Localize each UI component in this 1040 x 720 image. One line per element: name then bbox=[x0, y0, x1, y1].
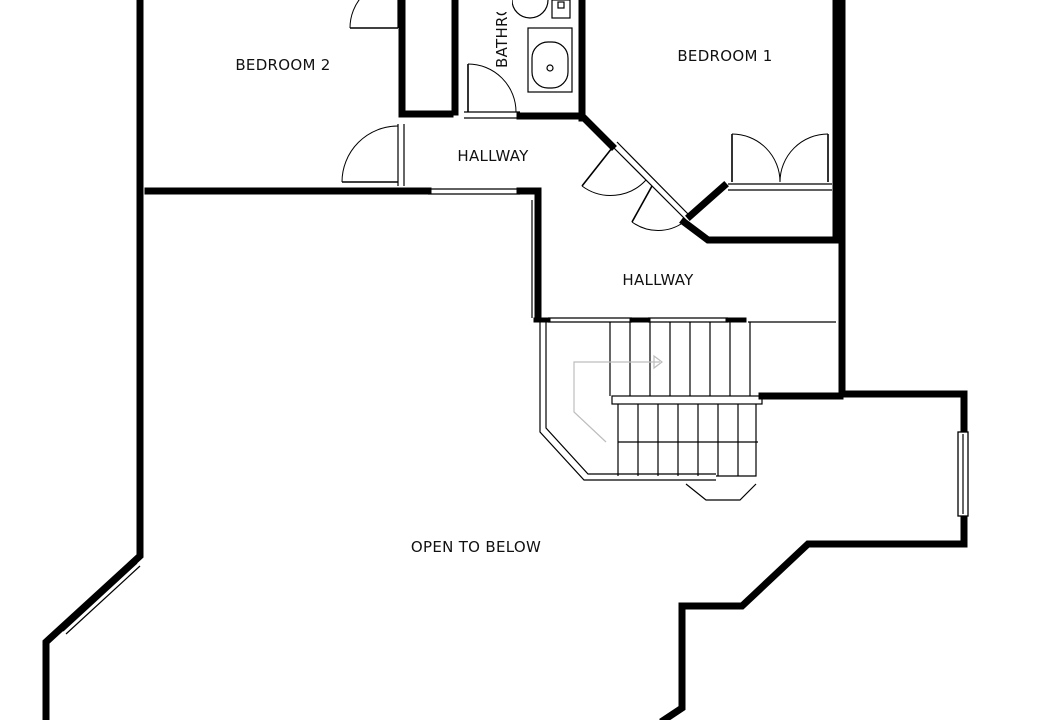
bathroom-label-mask bbox=[496, 0, 512, 12]
hallway-opening bbox=[428, 188, 533, 318]
stair-landing bbox=[611, 395, 763, 405]
closet-opening bbox=[728, 183, 832, 191]
door-bedroom2 bbox=[341, 124, 405, 186]
window-southwest bbox=[59, 559, 141, 635]
label-bedroom-1: BEDROOM 1 bbox=[677, 47, 772, 65]
stair-arrow bbox=[573, 354, 663, 443]
bathroom-opening bbox=[464, 111, 520, 119]
stair-top-rail bbox=[548, 317, 836, 323]
label-bathroom: BATHROOM bbox=[493, 0, 511, 68]
stair-outer-rail bbox=[539, 322, 757, 501]
stair-lower-run bbox=[617, 404, 758, 476]
exterior-walls bbox=[42, 0, 968, 720]
label-bedroom-2: BEDROOM 2 bbox=[235, 56, 330, 74]
label-hallway-lower: HALLWAY bbox=[622, 271, 694, 289]
door-closet-bedroom1 bbox=[731, 133, 829, 183]
room-labels: BEDROOM 2 BATHROOM BEDROOM 1 HALLWAY HAL… bbox=[235, 0, 772, 556]
doors bbox=[341, 0, 829, 231]
door-bedroom1-lower bbox=[611, 141, 691, 231]
toilet bbox=[511, 0, 571, 19]
label-hallway-upper: HALLWAY bbox=[457, 147, 529, 165]
label-open-to-below: OPEN TO BELOW bbox=[411, 538, 541, 556]
door-bathroom bbox=[467, 63, 517, 113]
windows bbox=[59, 111, 969, 635]
interior-walls bbox=[144, 0, 844, 400]
stair-upper-run bbox=[609, 322, 751, 396]
bathroom-fixtures bbox=[511, 0, 573, 93]
door-bedroom2-closet bbox=[349, 0, 399, 29]
staircase bbox=[539, 317, 836, 501]
sink bbox=[527, 27, 573, 93]
window-east bbox=[957, 431, 969, 517]
door-bedroom1-upper bbox=[581, 147, 647, 196]
